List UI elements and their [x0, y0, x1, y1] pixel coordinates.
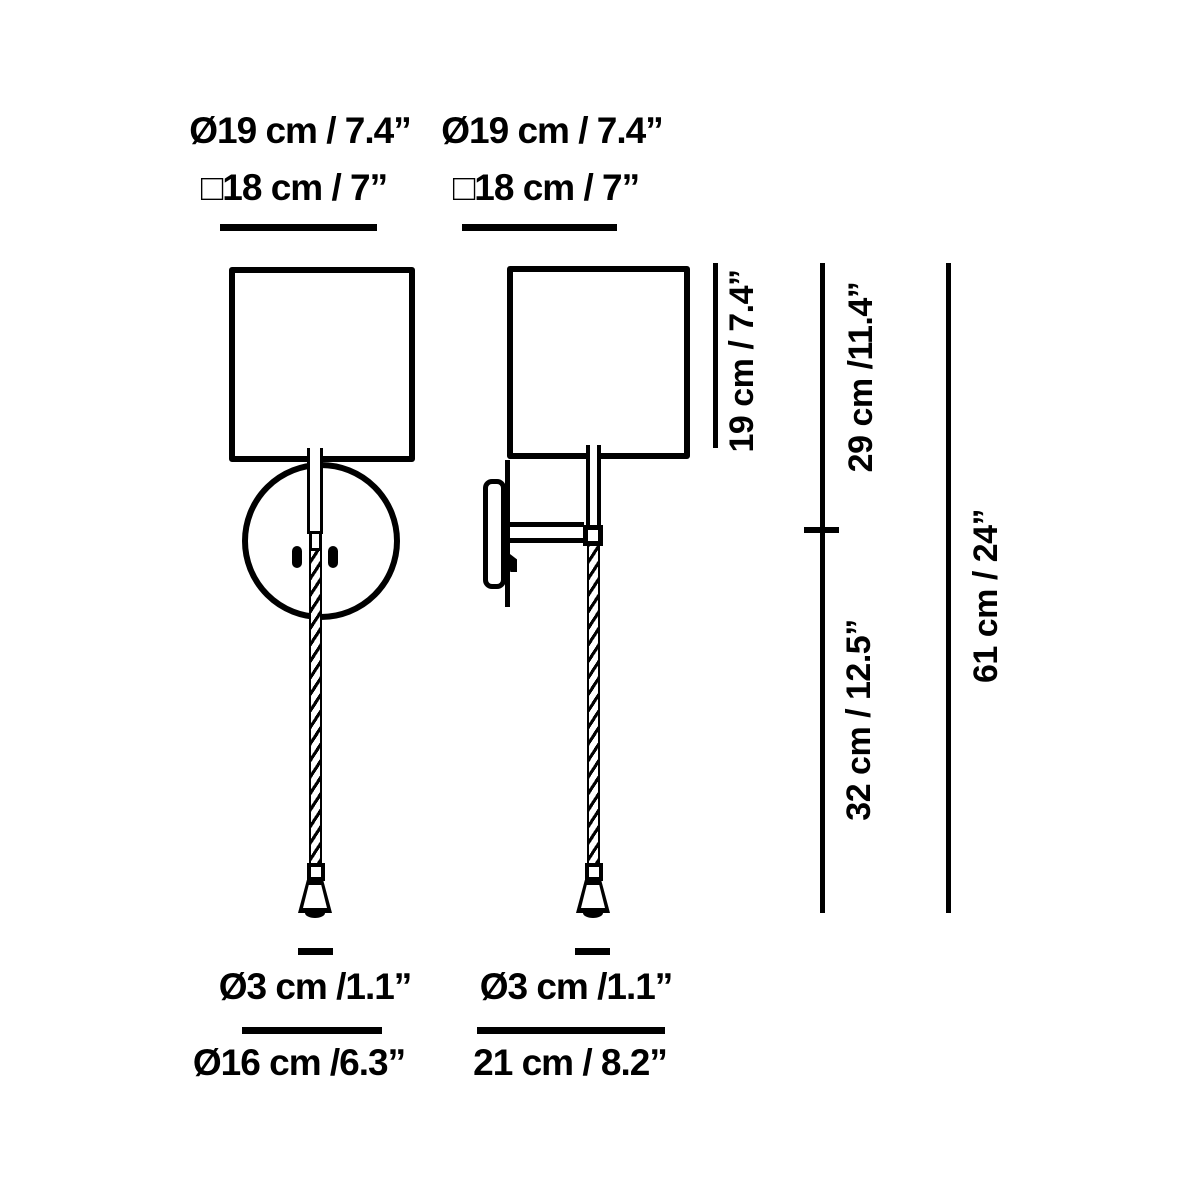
front-backplate-screw-right — [328, 546, 338, 568]
side-led-reader-head-inner — [581, 885, 605, 908]
front-stem-upper — [307, 448, 323, 534]
front-led-lens-tip — [305, 908, 325, 918]
side-gooseneck-arm — [587, 546, 600, 864]
side-head-diameter-tick — [575, 948, 610, 955]
side-stem — [586, 445, 601, 526]
top-to-arm-height-label: 29 cm /11.4” — [842, 281, 880, 473]
front-head-diameter-label: Ø3 cm /1.1” — [218, 966, 413, 1007]
side-head-diameter-label: Ø3 cm /1.1” — [479, 966, 674, 1007]
front-shade-square-label: □18 cm / 7” — [200, 167, 388, 208]
side-wall-plate — [483, 479, 506, 589]
front-lampshade-outline — [229, 267, 415, 462]
side-depth-label: 21 cm / 8.2” — [473, 1042, 668, 1083]
front-backplate-dimension-line — [242, 1027, 382, 1034]
side-led-ferrule — [585, 863, 603, 881]
side-shade-width-dimension-line — [462, 224, 617, 231]
side-wall-line — [505, 460, 510, 607]
side-shade-diameter-label: Ø19 cm / 7.4” — [441, 110, 663, 151]
side-depth-dimension-line — [477, 1027, 665, 1034]
front-led-reader-head-inner — [303, 885, 327, 908]
front-gooseneck-arm — [309, 551, 322, 864]
upper-lower-divider-tick — [804, 527, 839, 533]
side-shade-square-label: □18 cm / 7” — [452, 167, 640, 208]
front-shade-width-dimension-line — [220, 224, 377, 231]
side-mounting-arm — [510, 522, 584, 543]
shade-height-dimension-line — [713, 263, 718, 448]
side-arm-connector — [583, 525, 603, 546]
front-backplate-screw-left — [292, 546, 302, 568]
front-head-diameter-tick — [298, 948, 333, 955]
upper-lower-dimension-line — [820, 263, 825, 913]
side-lampshade-outline — [507, 266, 690, 459]
front-stem-lower — [309, 534, 322, 551]
arm-to-tip-height-label: 32 cm / 12.5” — [840, 619, 878, 821]
front-shade-diameter-label: Ø19 cm / 7.4” — [189, 110, 411, 151]
front-backplate-diameter-label: Ø16 cm /6.3” — [192, 1042, 406, 1083]
side-led-lens-tip — [583, 908, 603, 918]
total-height-dimension-line — [946, 263, 951, 913]
shade-height-label: 19 cm / 7.4” — [723, 269, 761, 453]
total-height-label: 61 cm / 24” — [967, 508, 1005, 684]
front-led-ferrule — [307, 863, 325, 881]
side-cable-wedge — [506, 551, 517, 572]
